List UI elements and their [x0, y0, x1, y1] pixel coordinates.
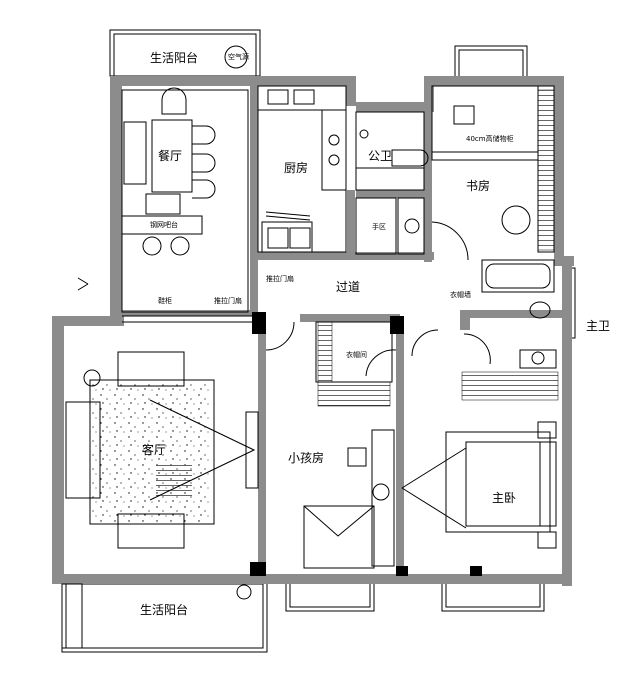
- wardrobe-panels: [317, 89, 559, 407]
- columns: [250, 312, 482, 576]
- wardrobe-wall-label: 衣帽墙: [450, 291, 471, 299]
- master-bed-label: 主卧: [492, 491, 517, 505]
- wardrobe-label: 衣帽间: [346, 351, 367, 359]
- shoe-cabinet-label: 鞋柜: [158, 297, 172, 305]
- kids-room-label: 小孩房: [288, 451, 325, 465]
- top-balcony-label: 生活阳台: [150, 51, 199, 65]
- glass-bar-label: 钢网吧台: [150, 221, 178, 229]
- hand-area-label: 手区: [372, 223, 386, 231]
- bottom-balcony-label: 生活阳台: [140, 603, 189, 617]
- kitchen-label: 厨房: [284, 161, 309, 175]
- fixtures: [61, 45, 557, 649]
- living-label: 客厅: [142, 443, 167, 457]
- living-table: [156, 464, 192, 500]
- corridor-label: 过道: [336, 280, 361, 294]
- cabinet-note: 40cm高储物柜: [466, 135, 514, 143]
- master-bath-label: 主卫: [586, 319, 611, 333]
- public-bath-label: 公卫: [368, 149, 393, 163]
- walls: [52, 76, 574, 586]
- ac-label: 空气源: [228, 53, 249, 61]
- study-label: 书房: [466, 179, 491, 193]
- dining-label: 餐厅: [158, 149, 183, 163]
- sliding-door-a-label: 推拉门扇: [266, 275, 294, 283]
- sliding-door-b-label: 推拉门扇: [214, 297, 242, 305]
